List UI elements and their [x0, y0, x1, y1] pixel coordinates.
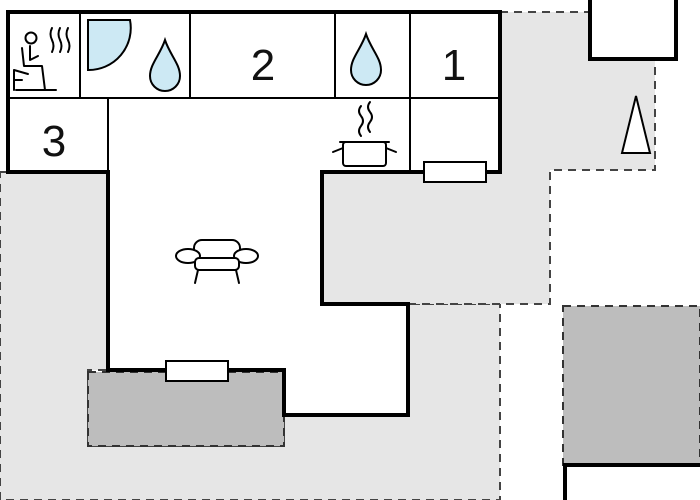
terrace-left: [0, 171, 501, 500]
outbuilding-top-right: [588, 0, 678, 61]
water-drop-icon: [148, 36, 182, 92]
sofa-icon: [175, 239, 259, 284]
interior-walls: [8, 12, 500, 172]
cooking-pot-icon: [332, 101, 397, 167]
room-label-bedroom-3: 3: [42, 117, 66, 166]
window-kitchen: [423, 161, 487, 183]
room-label-bedroom-1: 1: [442, 41, 466, 90]
sauna-icon: [13, 27, 71, 91]
outbuilding-bottom-right: [563, 463, 700, 500]
room-label-bedroom-2: 2: [251, 41, 275, 90]
paved-area-right: [562, 305, 700, 467]
water-drop-icon-2: [349, 30, 383, 86]
window-living: [165, 360, 229, 382]
paved-area-left: [87, 371, 285, 447]
shower-tray: [87, 19, 132, 72]
north-arrow-icon: [620, 95, 652, 154]
exterior-wall: [6, 10, 502, 417]
